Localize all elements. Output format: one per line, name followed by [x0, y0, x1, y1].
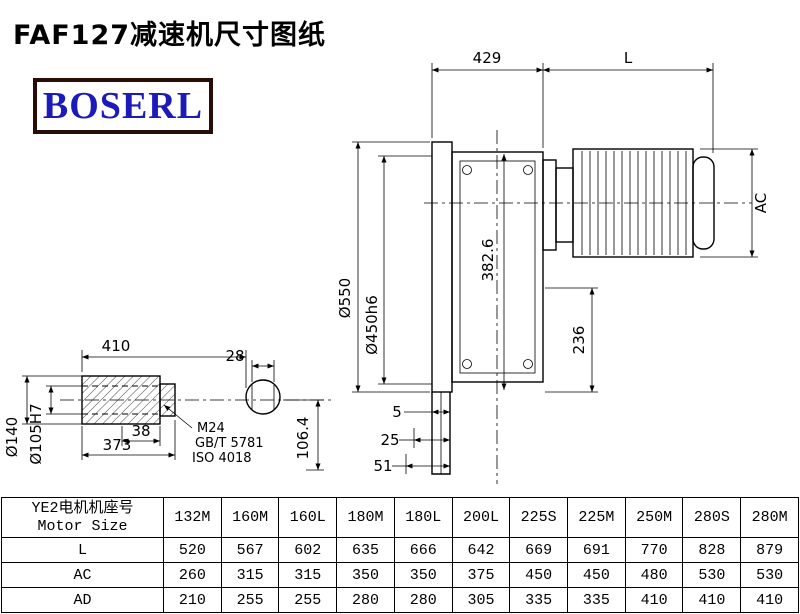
table-cell: 530: [740, 562, 799, 588]
table-cell: 828: [682, 537, 742, 563]
dim-L: L: [624, 49, 633, 67]
table-cell: 450: [567, 562, 626, 588]
dim-d140: Ø140: [3, 417, 21, 457]
main-view-dimensions: 429 L AC Ø550 Ø450h6 382.6 236: [336, 49, 770, 475]
motor-size-header-en: Motor Size: [37, 517, 128, 535]
table-cell: 520: [163, 537, 222, 563]
table-cell: 480: [624, 562, 684, 588]
table-cell: 635: [336, 537, 395, 563]
table-header-row: YE2电机机座号 Motor Size 132M 160M 160L 180M …: [1, 497, 799, 538]
dim-410: 410: [102, 337, 131, 355]
dim-d450h6: Ø450h6: [363, 295, 381, 355]
table-cell: 335: [567, 587, 626, 613]
motor-size-col-280M: 280M: [740, 497, 799, 538]
page-title: FAF127减速机尺寸图纸: [13, 20, 327, 51]
table-cell: 260: [163, 562, 222, 588]
dim-28: 28: [225, 347, 244, 365]
table-row-AD: AD 210 255 255 280 280 305 335 335 410 4…: [1, 587, 799, 613]
motor-size-col-160M: 160M: [220, 497, 280, 538]
dim-AC: AC: [752, 193, 770, 213]
reducer-assembly-outline: [424, 130, 752, 484]
dim-373: 373: [103, 436, 132, 454]
motor-size-col-200L: 200L: [451, 497, 511, 538]
row-label-AD: AD: [1, 587, 164, 613]
motor-size-col-180M: 180M: [336, 497, 395, 538]
label-gb-standard: GB/T 5781: [195, 436, 264, 451]
table-cell: 410: [740, 587, 799, 613]
table-cell: 255: [220, 587, 280, 613]
table-cell: 375: [451, 562, 511, 588]
table-cell: 350: [336, 562, 395, 588]
table-cell: 666: [393, 537, 453, 563]
dim-51: 51: [373, 457, 392, 475]
boserl-logo: BOSERL: [33, 78, 213, 134]
table-cell: 602: [278, 537, 338, 563]
motor-size-col-225S: 225S: [509, 497, 569, 538]
table-cell: 315: [278, 562, 338, 588]
row-label-L: L: [1, 537, 164, 563]
table-cell: 879: [740, 537, 799, 563]
motor-size-header-cn: YE2电机机座号: [31, 499, 134, 517]
table-cell: 350: [393, 562, 453, 588]
table-row-L: L 520 567 602 635 666 642 669 691 770 82…: [1, 537, 799, 563]
table-cell: 335: [509, 587, 569, 613]
technical-drawing: 429 L AC Ø550 Ø450h6 382.6 236: [3, 49, 770, 484]
dim-d550: Ø550: [336, 278, 354, 318]
dim-236: 236: [570, 326, 588, 355]
dim-382-6: 382.6: [479, 239, 497, 282]
dim-429: 429: [473, 49, 502, 67]
label-iso-standard: ISO 4018: [192, 451, 252, 466]
table-cell: 450: [509, 562, 569, 588]
shaft-dimensions: 410 28 38 373 Ø140 Ø105H7: [3, 337, 324, 471]
dim-25: 25: [380, 431, 399, 449]
table-cell: 305: [451, 587, 511, 613]
motor-size-col-160L: 160L: [278, 497, 338, 538]
table-cell: 255: [278, 587, 338, 613]
table-cell: 530: [682, 562, 742, 588]
table-cell: 410: [624, 587, 684, 613]
motor-size-header-cell: YE2电机机座号 Motor Size: [1, 497, 164, 538]
table-cell: 691: [567, 537, 626, 563]
row-label-AC: AC: [1, 562, 164, 588]
dim-5: 5: [392, 403, 402, 421]
motor-size-col-250M: 250M: [624, 497, 684, 538]
table-row-AC: AC 260 315 315 350 350 375 450 450 480 5…: [1, 562, 799, 588]
dim-38: 38: [131, 422, 150, 440]
output-shaft-detail: [60, 375, 332, 425]
table-cell: 642: [451, 537, 511, 563]
motor-dimension-table: YE2电机机座号 Motor Size 132M 160M 160L 180M …: [1, 497, 799, 613]
motor-size-col-132M: 132M: [163, 497, 222, 538]
dim-d105h7: Ø105H7: [27, 403, 45, 464]
motor-size-col-280S: 280S: [682, 497, 742, 538]
table-cell: 280: [393, 587, 453, 613]
table-cell: 770: [624, 537, 684, 563]
table-cell: 410: [682, 587, 742, 613]
motor-size-col-180L: 180L: [393, 497, 453, 538]
boserl-logo-text: BOSERL: [42, 85, 204, 127]
table-cell: 280: [336, 587, 395, 613]
label-m24: M24: [197, 421, 225, 436]
motor-size-col-225M: 225M: [567, 497, 626, 538]
table-cell: 567: [220, 537, 280, 563]
table-cell: 315: [220, 562, 280, 588]
dim-106-4: 106.4: [294, 417, 312, 460]
table-cell: 210: [163, 587, 222, 613]
table-cell: 669: [509, 537, 569, 563]
